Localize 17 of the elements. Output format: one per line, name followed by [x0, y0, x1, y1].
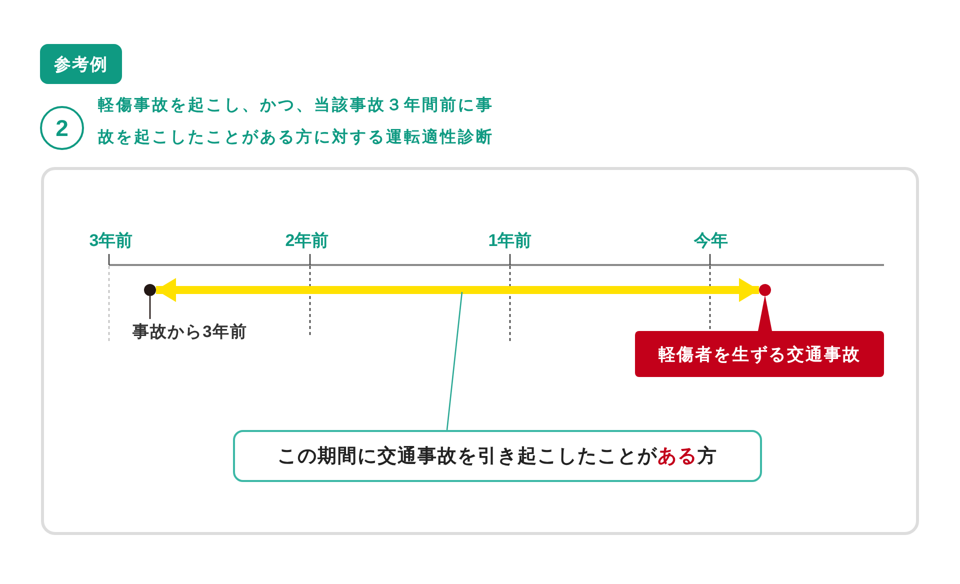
timeline-panel	[41, 167, 919, 535]
step-number: 2	[40, 106, 84, 150]
callout-pointer	[758, 295, 772, 331]
tick-label: 今年	[692, 230, 729, 252]
tick-label: 2年前	[284, 230, 330, 252]
example-tag: 参考例	[40, 44, 122, 84]
event-label: 事故から3年前	[116, 319, 264, 345]
double-arrow	[156, 278, 759, 302]
period-note: この期間に交通事故を引き起こしたことがある方	[233, 430, 762, 482]
dot-icon	[759, 284, 771, 296]
heading: 軽傷事故を起こし、かつ、当該事故３年間前に事故を起こしたことがある方に対する運転適性診断	[98, 95, 495, 148]
tick-label: 3年前	[88, 230, 134, 252]
leader-line	[149, 296, 151, 319]
tick-label: 1年前	[487, 230, 533, 252]
dot-icon	[144, 284, 156, 296]
leader-line	[446, 292, 463, 430]
accident-callout: 軽傷者を生ずる交通事故	[635, 331, 884, 377]
